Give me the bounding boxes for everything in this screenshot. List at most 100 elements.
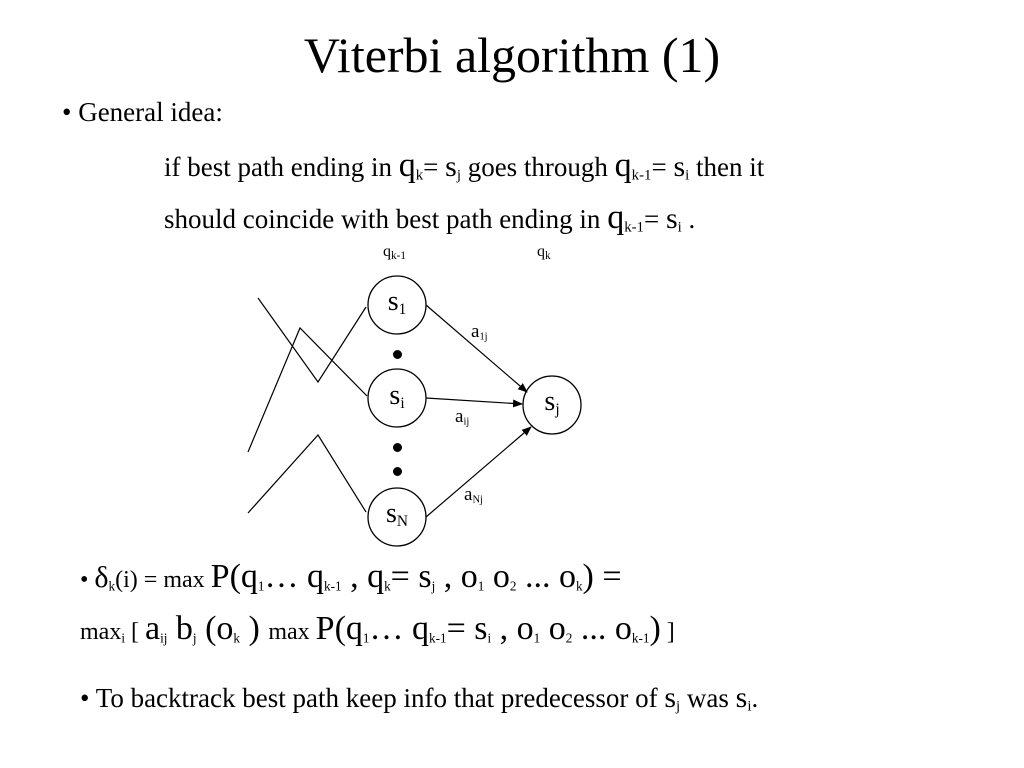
formula-text: , q <box>341 558 385 595</box>
formula-text: ... o <box>572 610 632 647</box>
formula-text: … q <box>369 610 430 647</box>
formula-text: [ <box>125 619 145 645</box>
node-si-label: si <box>389 380 405 412</box>
idea-text: goes through <box>460 152 615 182</box>
s-symbol: s <box>445 150 457 183</box>
subscript: k <box>384 578 391 594</box>
idea-text: . <box>681 204 696 234</box>
equals: = <box>643 204 666 234</box>
edge-anj-arrow <box>425 426 532 518</box>
node-sn-label: sN <box>385 498 409 530</box>
delta-formula-line-2: maxi [ aij bj (ok ) max P(q1… qk-1= si ,… <box>80 610 675 648</box>
subscript: j <box>676 698 681 715</box>
general-idea-text: General idea: <box>78 97 223 127</box>
formula-text: (i) = max <box>115 567 211 593</box>
delta-formula-line-1: • δk(i) = max P(q1… qk-1 , qk= sj , o1 o… <box>80 558 622 596</box>
subscript: 1 <box>362 630 370 646</box>
idea-line-2: should coincide with best path ending in… <box>164 198 695 239</box>
subscript: k <box>415 167 424 184</box>
subscript: ij <box>160 630 168 646</box>
idea-text: then it <box>689 152 765 182</box>
subscript: k-1 <box>631 167 652 184</box>
formula-text: , o <box>435 558 478 595</box>
subscript: j <box>192 630 197 646</box>
column-label-current: qk <box>537 243 551 262</box>
bullet-glyph: • <box>80 567 89 593</box>
slide-title: Viterbi algorithm (1) <box>303 27 721 83</box>
s-symbol: s <box>673 150 686 183</box>
formula-text: ) = <box>582 558 622 595</box>
subscript: k-1 <box>631 630 650 646</box>
s-symbol: s <box>665 202 678 235</box>
subscript: k-1 <box>429 630 447 646</box>
subscript: i <box>677 219 682 236</box>
subscript: k <box>575 578 583 594</box>
ellipsis-dot <box>393 350 402 359</box>
subscript: k <box>108 578 116 594</box>
formula-text: ... o <box>516 558 576 595</box>
subscript: 1 <box>533 630 541 646</box>
q-symbol: q <box>614 147 632 184</box>
formula-text: = s <box>390 558 432 595</box>
bullet-glyph: • <box>80 683 90 713</box>
backtrack-text: To backtrack best path keep info that pr… <box>95 683 665 713</box>
max-operator: max <box>80 619 122 645</box>
node-sj-circle <box>522 375 582 435</box>
node-sj-label: sj <box>544 386 560 418</box>
subscript: k <box>233 630 241 646</box>
formula-text: , o <box>491 610 534 647</box>
subscript: 1 <box>257 578 265 594</box>
subscript: i <box>685 167 690 184</box>
column-label-prev: qk-1 <box>383 243 406 262</box>
incoming-path-2 <box>247 326 368 453</box>
incoming-path-1 <box>257 297 367 384</box>
edge-a1j-label: a1j <box>471 321 488 343</box>
edge-anj-label: aNj <box>464 484 483 506</box>
general-idea-bullet: • General idea: <box>62 96 223 128</box>
subscript: 2 <box>509 578 517 594</box>
q-symbol: q <box>607 199 625 236</box>
idea-line-1: if best path ending in qk= sj goes throu… <box>164 146 764 187</box>
subscript: j <box>456 167 461 184</box>
formula-text: ) <box>240 610 269 647</box>
subscript: j <box>431 578 436 594</box>
formula-text: … q <box>264 558 324 595</box>
subscript: i <box>747 698 752 715</box>
formula-text: ] <box>660 619 675 645</box>
formula-text: = s <box>446 610 488 647</box>
probability-symbol: P(q <box>210 558 258 595</box>
backtrack-bullet: • To backtrack best path keep info that … <box>80 680 758 716</box>
formula-text: (o <box>196 610 234 647</box>
transition-symbol: a <box>145 610 161 647</box>
formula-text: ) <box>649 610 661 647</box>
s-symbol: s <box>735 681 748 714</box>
delta-symbol: δ <box>94 561 109 594</box>
probability-symbol: P(q <box>315 610 363 647</box>
idea-text: should coincide with best path ending in <box>164 204 608 234</box>
ellipsis-dot <box>393 443 402 452</box>
max-operator: max <box>268 619 316 645</box>
s-symbol: s <box>664 681 677 714</box>
emission-symbol: b <box>167 610 193 647</box>
formula-text: o <box>484 558 510 595</box>
subscript: k-1 <box>323 578 342 594</box>
bullet-glyph: • <box>62 97 72 127</box>
q-symbol: q <box>398 147 416 184</box>
edge-aij-label: aij <box>455 406 470 428</box>
formula-text: o <box>540 610 566 647</box>
edge-a1j-arrow <box>425 304 528 393</box>
equals: = <box>423 152 446 182</box>
subscript: 1 <box>477 578 485 594</box>
backtrack-text: . <box>751 683 759 713</box>
edge-aij-arrow <box>425 397 523 408</box>
ellipsis-dot <box>393 467 402 476</box>
subscript: k-1 <box>624 219 644 236</box>
idea-text: if best path ending in <box>164 152 399 182</box>
subscript: i <box>487 630 492 646</box>
node-s1-label: s1 <box>387 286 407 318</box>
subscript: 2 <box>565 630 573 646</box>
equals: = <box>651 152 674 182</box>
backtrack-text: was <box>680 683 736 713</box>
subscript: i <box>121 630 125 646</box>
